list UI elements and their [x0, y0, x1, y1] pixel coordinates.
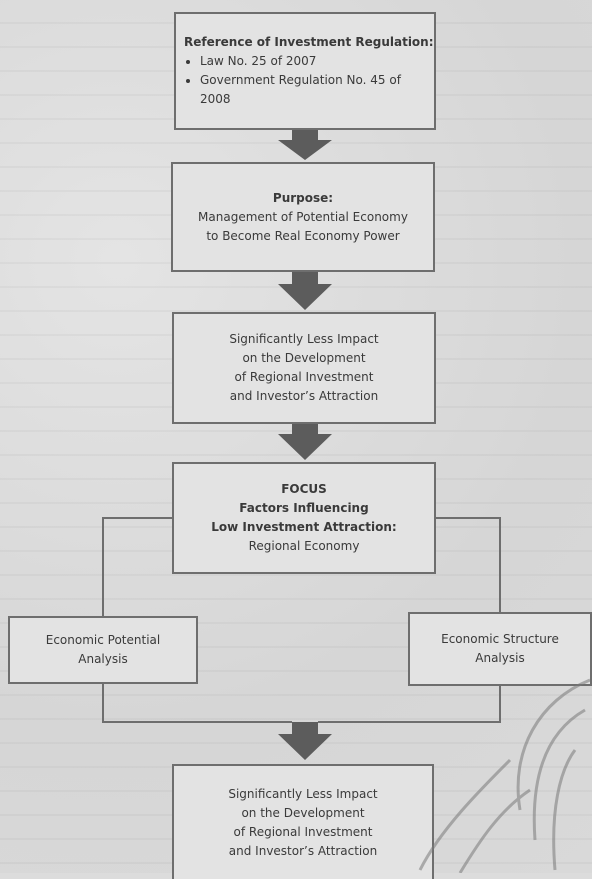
- box-text: and Investor’s Attraction: [228, 843, 378, 858]
- economic-structure-box: Economic Structure Analysis: [408, 612, 592, 686]
- box-text: Economic Potential: [45, 633, 161, 647]
- box-text: of Regional Investment: [233, 824, 373, 839]
- box-title: Purpose:: [272, 190, 334, 205]
- box-text: on the Development: [242, 351, 366, 365]
- box-text: Management of Potential Economy: [198, 209, 408, 224]
- box-title: Factors Influencing: [239, 501, 369, 515]
- box-title: Low Investment Attraction:: [211, 520, 397, 534]
- arrow-down-icon: [278, 272, 332, 310]
- watermark-logo: [418, 678, 591, 873]
- right-bracket-line: [436, 517, 501, 612]
- box-text: Regional Economy: [248, 539, 360, 553]
- box-text: on the Development: [241, 805, 365, 820]
- impact-box-final: Significantly Less Impact on the Develop…: [172, 764, 434, 879]
- arrow-down-icon: [278, 130, 332, 160]
- regulation-reference-box: Reference of Investment Regulation: Law …: [174, 12, 436, 130]
- box-text: of Regional Investment: [234, 370, 374, 384]
- right-bottom-line: [318, 686, 501, 723]
- box-text: Analysis: [78, 652, 128, 666]
- box-text: Analysis: [475, 651, 525, 665]
- box-text: to Become Real Economy Power: [206, 228, 400, 243]
- impact-box: Significantly Less Impact on the Develop…: [172, 312, 436, 424]
- box-title: FOCUS: [281, 482, 327, 496]
- list-item: Government Regulation No. 45 of 2008: [200, 71, 434, 109]
- box-text: Significantly Less Impact: [228, 786, 378, 801]
- purpose-box: Purpose: Management of Potential Economy…: [171, 162, 435, 272]
- arrow-down-icon: [278, 722, 332, 760]
- left-bottom-line: [102, 684, 292, 723]
- box-title: Reference of Investment Regulation:: [184, 35, 434, 49]
- box-text: Economic Structure: [441, 632, 559, 646]
- list-item: Law No. 25 of 2007: [200, 52, 434, 71]
- regulation-list: Law No. 25 of 2007 Government Regulation…: [184, 52, 434, 109]
- focus-box: FOCUS Factors Influencing Low Investment…: [172, 462, 436, 574]
- arrow-down-icon: [278, 424, 332, 460]
- box-text: and Investor’s Attraction: [229, 389, 379, 403]
- left-bracket-line: [102, 517, 172, 616]
- box-text: Significantly Less Impact: [229, 332, 379, 346]
- economic-potential-box: Economic Potential Analysis: [8, 616, 198, 684]
